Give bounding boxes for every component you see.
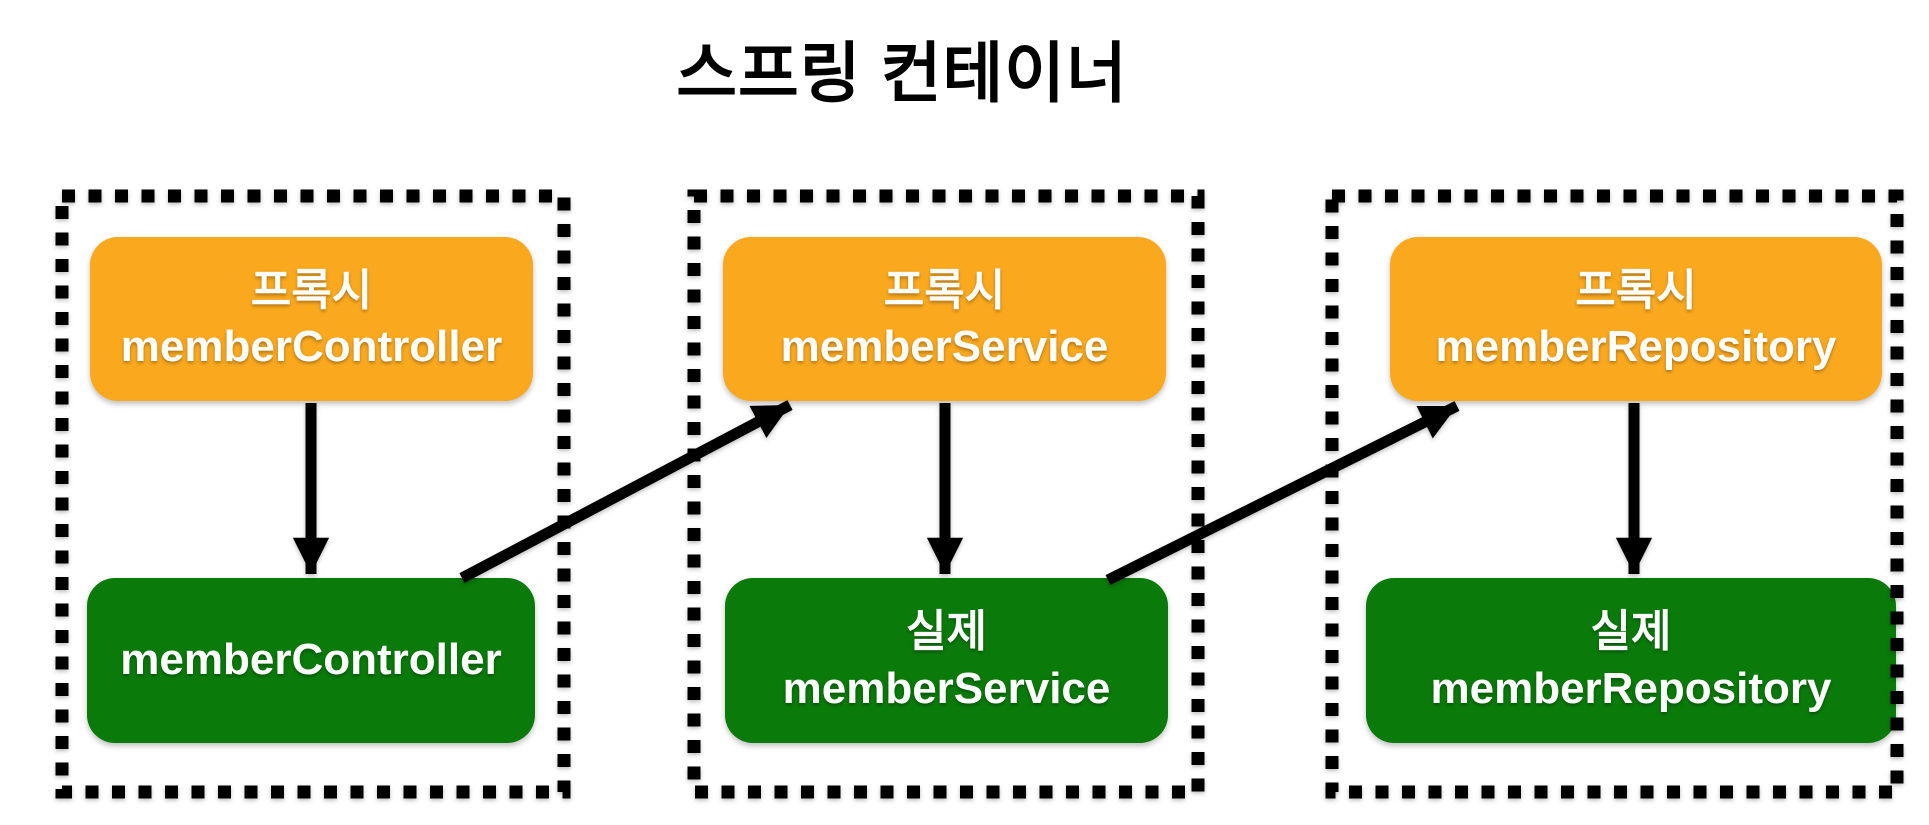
proxy-bean-name: memberController [120,322,503,371]
proxy-bean-name: memberRepository [1435,322,1837,371]
proxy-bean-name: memberService [780,322,1109,371]
real-bean-name: memberController [120,635,502,685]
proxy-label-korean: 프록시 [1575,265,1697,315]
arrow-controller-to-proxy-service [459,400,793,583]
real-label-korean: 실제 [1590,607,1672,657]
proxy-member-controller-box: 프록시 memberController [90,237,533,401]
arrow-service-to-proxy-repository [1105,401,1460,585]
proxy-member-repository-box: 프록시 memberRepository [1390,237,1882,401]
proxy-label-korean: 프록시 [883,265,1006,315]
real-member-controller-box: memberController [87,578,535,743]
real-bean-name: memberRepository [1430,663,1832,713]
real-bean-name: memberService [782,663,1111,713]
real-label-korean: 실제 [906,607,987,657]
real-member-repository-box: 실제 memberRepository [1366,578,1896,743]
real-member-service-box: 실제 memberService [725,578,1168,743]
diagram-title: 스프링 컨테이너 [676,36,1128,110]
proxy-label-korean: 프록시 [250,265,373,315]
proxy-member-service-box: 프록시 memberService [723,237,1166,401]
